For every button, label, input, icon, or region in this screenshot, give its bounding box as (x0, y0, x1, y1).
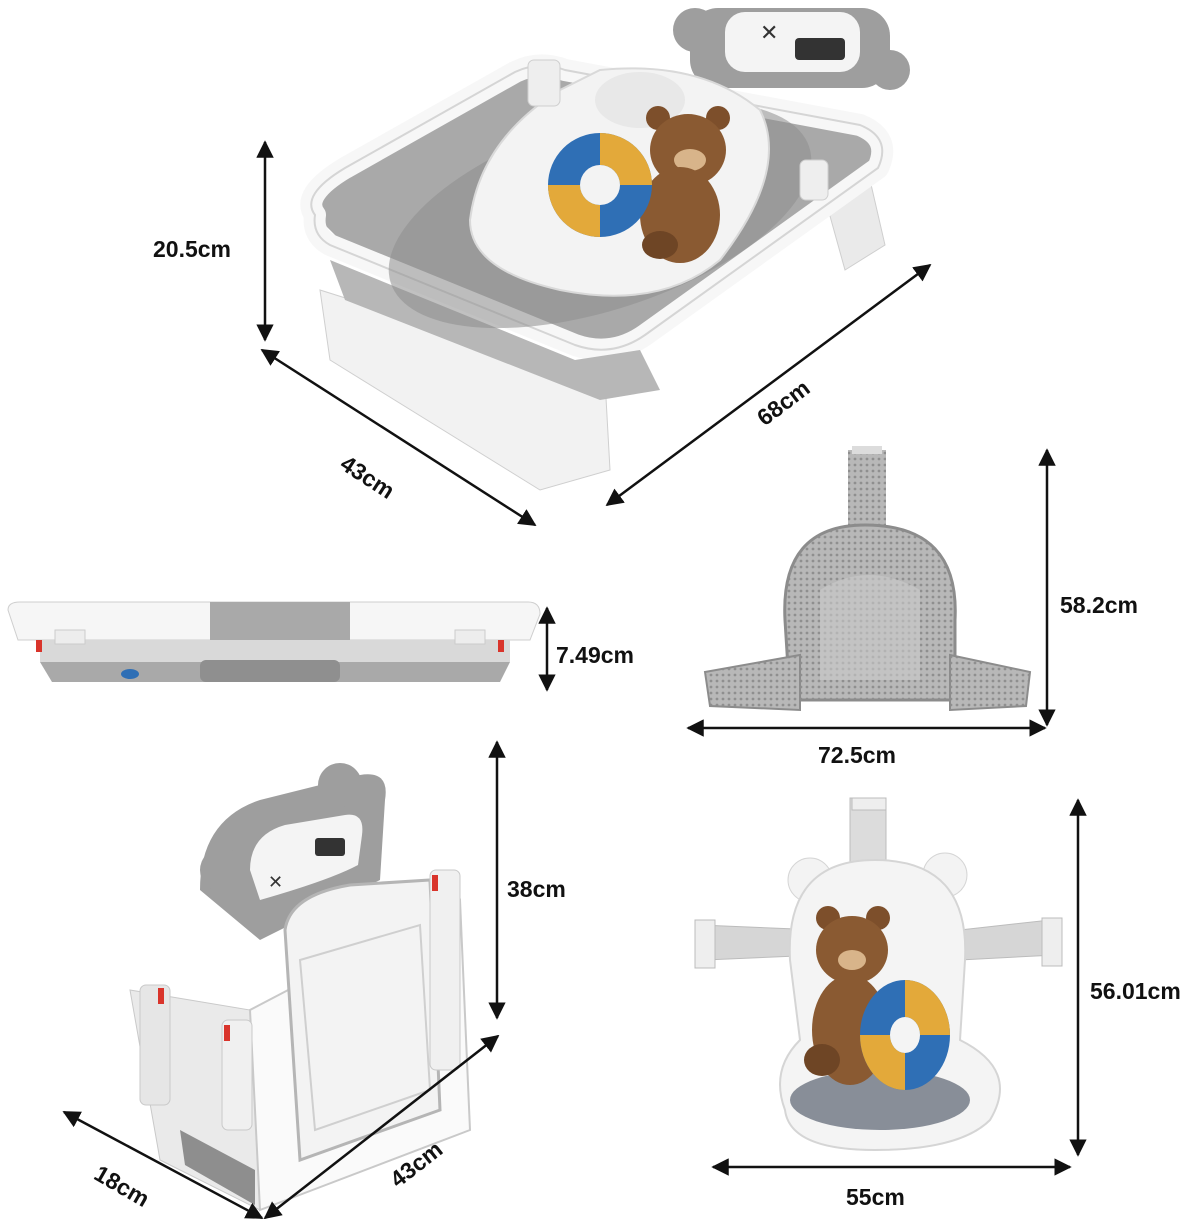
bathtub-illustration: ✕ (300, 8, 910, 491)
folded-height-label: 38cm (507, 876, 566, 902)
mesh-height-label: 58.2cm (1060, 592, 1139, 618)
swim-ring-icon (548, 133, 652, 237)
folded-tub-side-illustration (7, 601, 541, 682)
folded-tub-standing-illustration: ✕ (129, 763, 472, 1212)
cushion-height-label: 56.01cm (1090, 978, 1181, 1004)
svg-text:✕: ✕ (760, 21, 778, 46)
mesh-width-label: 72.5cm (818, 742, 897, 768)
mesh-bath-seat-illustration (703, 446, 1032, 712)
bear-character-icon (640, 106, 730, 263)
bear-cushion-illustration (694, 797, 1063, 1152)
folded-thickness-label: 7.49cm (556, 642, 635, 668)
svg-text:✕: ✕ (268, 872, 283, 893)
cushion-width-label: 55cm (846, 1184, 905, 1210)
tub-height-label: 20.5cm (153, 236, 232, 262)
dimension-arrows (62, 140, 1087, 1220)
